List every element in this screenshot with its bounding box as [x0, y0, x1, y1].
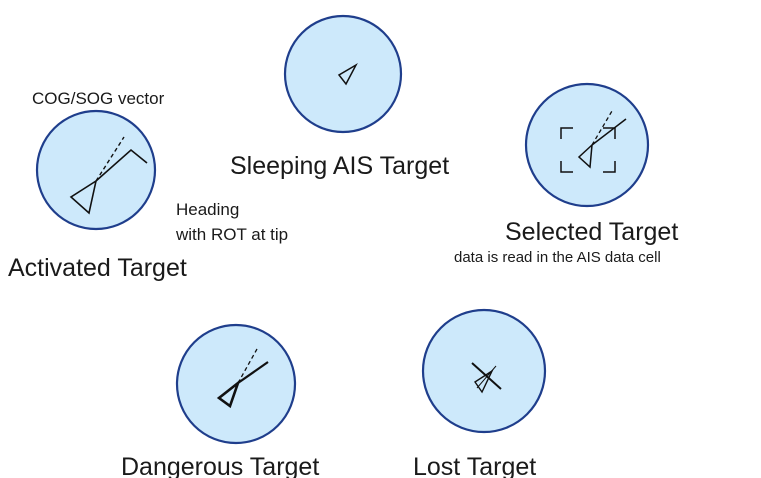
dangerous-target-group: Dangerous Target	[121, 323, 319, 478]
selection-bracket-bottom-left-icon	[560, 161, 573, 173]
selected-heading-line	[591, 118, 627, 146]
selection-bracket-bottom-right-icon	[603, 161, 616, 173]
dangerous-target-triangle-icon	[216, 379, 241, 409]
selection-bracket-top-left-icon	[560, 127, 573, 139]
activated-target-label: Activated Target	[8, 254, 187, 282]
dangerous-target-label: Dangerous Target	[121, 453, 319, 478]
activated-target-disc	[35, 109, 157, 231]
activated-target-symbol-icon	[69, 136, 148, 215]
lost-target-symbol-icon	[471, 362, 502, 394]
selected-target-label: Selected Target	[505, 218, 678, 246]
activated-target-group: COG/SOG vector Heading with ROT at tip A…	[8, 89, 288, 282]
sleeping-target-triangle-icon	[337, 63, 358, 86]
dangerous-target-symbol-icon	[216, 348, 269, 409]
sleeping-target-disc	[283, 14, 403, 134]
selected-target-disc	[524, 82, 650, 208]
dangerous-heading-line	[237, 361, 269, 384]
selected-target-triangle-icon	[577, 143, 593, 169]
selected-target-note: data is read in the AIS data cell	[454, 249, 661, 266]
heading-rot-line	[95, 148, 148, 182]
sleeping-target-label: Sleeping AIS Target	[230, 152, 449, 180]
heading-callout-line2: with ROT at tip	[175, 225, 288, 244]
target-triangle-icon	[69, 179, 98, 215]
lost-target-cross-line-1	[471, 362, 502, 390]
heading-callout-line1: Heading	[176, 200, 239, 219]
cog-sog-vector-callout: COG/SOG vector	[32, 89, 165, 108]
cog-sog-vector-line	[95, 136, 125, 182]
sleeping-target-group: Sleeping AIS Target	[230, 14, 449, 180]
lost-target-disc	[421, 308, 547, 434]
selected-target-symbol-icon	[560, 110, 627, 173]
lost-target-label: Lost Target	[413, 453, 536, 478]
lost-target-group: Lost Target	[413, 308, 547, 478]
selected-target-group: Selected Target data is read in the AIS …	[454, 82, 678, 266]
lost-target-cross-line-2	[476, 365, 497, 389]
